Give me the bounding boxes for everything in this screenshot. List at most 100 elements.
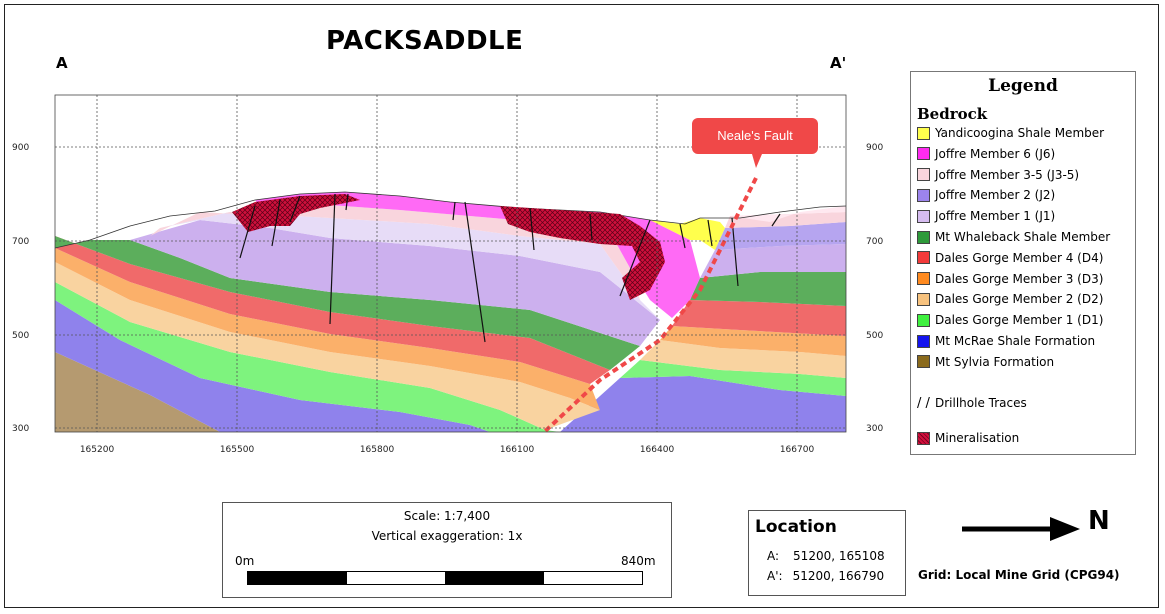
scale-text: Scale: 1:7,400 — [403, 509, 491, 523]
unit-d3 — [55, 248, 600, 410]
scale-end-label: 840m — [621, 554, 656, 568]
surface-topography — [55, 191, 846, 249]
legend-swatch-icon — [917, 334, 930, 348]
location-a2-key: A': — [767, 569, 783, 583]
unit-tail — [730, 206, 846, 222]
legend-item: Yandicoogina Shale Member — [917, 125, 1104, 141]
easting-ticks: 165200 165500 165800 166100 166400 16670… — [80, 445, 815, 455]
legend-item: Joffre Member 2 (J2) — [917, 187, 1055, 203]
section-end-label: A' — [830, 54, 847, 72]
legend-swatch-icon — [917, 313, 930, 327]
legend-item: Joffre Member 6 (J6) — [917, 146, 1055, 162]
elev-tick-right: 700 — [866, 237, 883, 247]
north-label: N — [1088, 506, 1110, 536]
location-a-row: A:51200, 165108 — [767, 549, 885, 563]
legend-item: Joffre Member 1 (J1) — [917, 208, 1055, 224]
elev-tick-left: 700 — [12, 237, 29, 247]
legend-item-label: Dales Gorge Member 1 (D1) — [935, 313, 1104, 328]
legend-item-label: Drillhole Traces — [935, 396, 1027, 410]
easting-tick: 165200 — [80, 445, 115, 455]
legend-swatch-icon — [917, 355, 930, 369]
legend-swatch-icon — [917, 272, 930, 286]
grid-lines — [55, 95, 846, 432]
easting-tick: 166400 — [640, 445, 675, 455]
legend-swatch-icon — [917, 251, 930, 265]
unit-j35 — [150, 205, 640, 300]
legend-item: Joffre Member 3-5 (J3-5) — [917, 167, 1079, 183]
location-a2-coords: 51200, 166790 — [792, 569, 885, 583]
map-frame — [4, 4, 1159, 608]
legend-item-mineralisation: Mineralisation — [917, 430, 1019, 446]
north-arrow-icon — [962, 517, 1080, 541]
fault-callout-text: Neale's Fault — [717, 128, 793, 143]
elev-tick-right: 300 — [866, 424, 883, 434]
unit-d1 — [55, 282, 560, 432]
legend-swatch-icon — [917, 209, 930, 223]
legend-item-drillhole: / / Drillhole Traces — [917, 395, 1027, 411]
legend-item-label: Mt Whaleback Shale Member — [935, 230, 1111, 244]
unit-whaleback — [55, 236, 640, 370]
unit-mt-mcrae — [55, 300, 846, 432]
legend-item: Dales Gorge Member 1 (D1) — [917, 312, 1103, 328]
drillhole-trace-icon: / / — [917, 395, 930, 411]
legend-swatch-icon — [917, 168, 930, 182]
location-a2-row: A': 51200, 166790 — [767, 569, 884, 583]
legend-item-label: Mt McRae Shale Formation — [935, 334, 1096, 348]
unit-d4-east — [672, 300, 846, 336]
neales-fault-trace — [541, 177, 758, 432]
unit-j2-east — [715, 222, 846, 250]
elev-tick-left: 900 — [12, 143, 29, 153]
unit-d1-east — [620, 360, 846, 396]
legend-item-label: Mineralisation — [935, 431, 1020, 445]
mineralisation-west — [232, 194, 360, 232]
legend-item-label: Mt Sylvia Formation — [935, 354, 1055, 369]
section-title: PACKSADDLE — [326, 26, 524, 56]
unit-d3-east — [660, 326, 846, 356]
elev-tick-right: 500 — [866, 331, 883, 341]
unit-d2-east — [640, 340, 846, 378]
legend-item-label: Joffre Member 3-5 (J3-5) — [935, 167, 1080, 182]
elev-tick-left: 500 — [12, 331, 29, 341]
legend-item-label: Joffre Member 2 (J2) — [935, 188, 1056, 203]
legend-item-label: Joffre Member 6 (J6) — [935, 146, 1056, 161]
legend-title: Legend — [988, 76, 1058, 96]
cross-section: Neale's Fault 900 700 500 300 900 700 50… — [12, 94, 883, 455]
plot-border — [54, 94, 847, 433]
legend-swatch-icon — [917, 126, 930, 140]
easting-tick: 165800 — [360, 445, 395, 455]
section-start-label: A — [56, 54, 68, 72]
legend-item-label: Dales Gorge Member 2 (D2) — [935, 292, 1104, 307]
scale-box: Scale: 1:7,400 Vertical exaggeration: 1x… — [222, 502, 672, 598]
elev-tick-right: 900 — [866, 143, 883, 153]
mineralisation-swatch-icon — [917, 431, 930, 445]
legend-swatch-icon — [917, 188, 930, 202]
easting-tick: 166100 — [500, 445, 535, 455]
legend-item: Mt Whaleback Shale Member — [917, 229, 1110, 245]
legend-item-label: Yandicoogina Shale Member — [935, 126, 1105, 140]
legend-item: Dales Gorge Member 2 (D2) — [917, 291, 1103, 307]
fault-callout: Neale's Fault — [692, 118, 818, 168]
unit-j1 — [130, 220, 660, 346]
legend-item-label: Joffre Member 1 (J1) — [935, 209, 1056, 224]
legend-subtitle: Bedrock — [917, 105, 988, 123]
legend-swatch-icon — [917, 147, 930, 161]
exaggeration-text: Vertical exaggeration: 1x — [371, 529, 523, 543]
elevation-ticks: 900 700 500 300 900 700 500 300 — [12, 143, 883, 434]
unit-yandi — [650, 218, 725, 250]
unit-mt-sylvia — [55, 352, 220, 432]
legend-item-label: Dales Gorge Member 3 (D3) — [935, 271, 1104, 286]
easting-tick: 165500 — [220, 445, 255, 455]
drillhole-traces — [239, 193, 781, 343]
legend-item: Dales Gorge Member 3 (D3) — [917, 271, 1103, 287]
easting-tick: 166700 — [780, 445, 815, 455]
legend-swatch-icon — [917, 230, 930, 244]
legend-swatch-icon — [917, 292, 930, 306]
legend-item: Mt McRae Shale Formation — [917, 333, 1095, 349]
location-a-key: A: — [767, 549, 780, 563]
legend-item: Dales Gorge Member 4 (D4) — [917, 250, 1103, 266]
unit-whaleback-east — [690, 272, 846, 306]
mineralisation-east — [500, 206, 665, 300]
legend-panel: Legend Bedrock Yandicoogina Shale Member… — [910, 71, 1136, 455]
unit-j1-upper — [160, 212, 660, 320]
grid-label: Grid: Local Mine Grid (CPG94) — [918, 568, 1120, 582]
